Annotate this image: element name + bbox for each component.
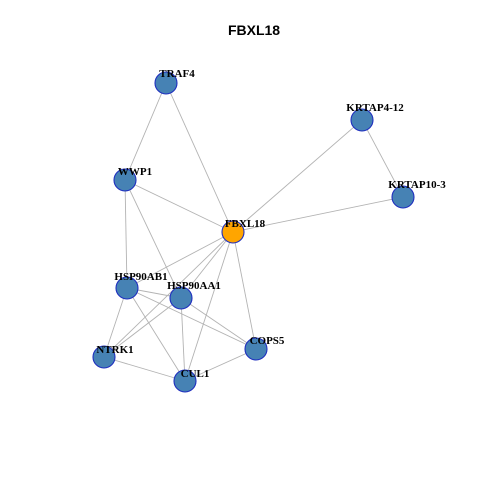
edge-hsp90aa1-cops5	[180, 297, 257, 350]
node-traf4[interactable]	[154, 71, 178, 95]
node-label-ntrk1: NTRK1	[96, 344, 133, 356]
edge-fbxl18-cops5	[232, 231, 257, 350]
edge-fbxl18-krtap10-3	[232, 196, 404, 233]
node-label-hsp90ab1: HSP90AB1	[114, 271, 167, 283]
node-cops5[interactable]	[244, 337, 268, 361]
node-label-cul1: CUL1	[181, 368, 210, 380]
edge-fbxl18-traf4	[165, 82, 234, 233]
node-label-hsp90aa1: HSP90AA1	[167, 280, 221, 292]
edge-fbxl18-hsp90ab1	[126, 231, 234, 289]
edge-fbxl18-cul1	[184, 231, 234, 382]
nodes-layer	[92, 71, 415, 393]
edge-wwp1-hsp90ab1	[124, 179, 128, 289]
edge-traf4-wwp1	[124, 82, 167, 181]
edge-hsp90ab1-cul1	[126, 287, 186, 382]
node-label-wwp1: WWP1	[118, 166, 152, 178]
node-cul1[interactable]	[173, 369, 197, 393]
edge-fbxl18-hsp90aa1	[180, 231, 234, 299]
edge-ntrk1-cul1	[103, 356, 186, 382]
edge-fbxl18-wwp1	[124, 179, 234, 233]
edge-hsp90ab1-ntrk1	[103, 287, 128, 358]
node-wwp1[interactable]	[113, 168, 137, 192]
node-hsp90aa1[interactable]	[169, 286, 193, 310]
node-label-fbxl18: FBXL18	[225, 218, 266, 230]
node-hsp90ab1[interactable]	[115, 276, 139, 300]
node-label-traf4: TRAF4	[159, 68, 195, 80]
edge-hsp90aa1-cul1	[180, 297, 186, 382]
edge-hsp90ab1-cops5	[126, 287, 257, 350]
edge-krtap4-12-krtap10-3	[361, 119, 404, 198]
node-krtap4-12[interactable]	[350, 108, 374, 132]
node-krtap10-3[interactable]	[391, 185, 415, 209]
edge-cul1-cops5	[184, 348, 257, 382]
edge-wwp1-hsp90aa1	[124, 179, 182, 299]
node-label-cops5: COPS5	[250, 335, 285, 347]
graph-title: FBXL18	[228, 22, 280, 38]
edge-hsp90aa1-ntrk1	[103, 297, 182, 358]
edge-krtap4-12-fbxl18	[232, 119, 363, 233]
node-ntrk1[interactable]	[92, 345, 116, 369]
edge-fbxl18-ntrk1	[103, 231, 234, 358]
node-fbxl18[interactable]	[221, 220, 245, 244]
node-label-krtap4-12: KRTAP4-12	[346, 102, 404, 114]
node-label-krtap10-3: KRTAP10-3	[388, 179, 446, 191]
